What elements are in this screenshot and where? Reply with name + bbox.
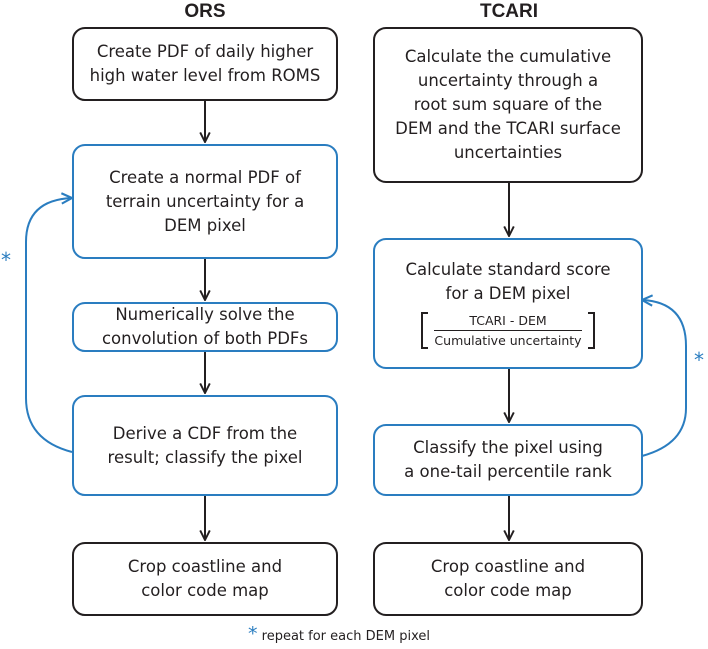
ors-step-5-line-1: Crop coastline and — [127, 557, 283, 576]
ors-column-title: ORS — [184, 1, 226, 22]
tcari-loop-marker: * — [694, 348, 704, 372]
formula-left-bracket — [421, 312, 429, 349]
tcari-step-1-line-2: uncertainty through a — [417, 71, 599, 90]
tcari-step-1-line-1: Calculate the cumulative — [404, 47, 612, 66]
tcari-step-2-box: Calculate standard score for a DEM pixel… — [373, 238, 643, 369]
formula-fraction: TCARI - DEM Cumulative uncertainty — [428, 312, 587, 349]
tcari-step-4-box: Crop coastline and color code map — [373, 542, 643, 616]
ors-step-1-line-2: high water level from ROMS — [89, 66, 321, 85]
tcari-step-1-line-3: root sum square of the — [413, 95, 603, 114]
ors-step-3-line-2: convolution of both PDFs — [101, 329, 308, 348]
ors-step-3-box: Numerically solve the convolution of bot… — [72, 302, 338, 352]
standard-score-formula: TCARI - DEM Cumulative uncertainty — [405, 312, 610, 349]
ors-step-3-line-1: Numerically solve the — [115, 305, 295, 324]
ors-step-2-line-2: terrain uncertainty for a — [105, 191, 305, 211]
formula-numerator: TCARI - DEM — [469, 313, 547, 328]
ors-step-2-line-3: DEM pixel — [164, 215, 246, 235]
footnote-text: repeat for each DEM pixel — [261, 629, 430, 644]
ors-step-4-line-1: Derive a CDF from the — [112, 423, 298, 443]
ors-step-5-line-2: color code map — [141, 581, 269, 600]
tcari-step-2-line-2: for a DEM pixel — [445, 284, 571, 303]
tcari-step-3-box: Classify the pixel using a one-tail perc… — [373, 424, 643, 496]
tcari-column-title: TCARI — [479, 1, 539, 22]
tcari-step-1-line-5: uncertainties — [453, 143, 563, 162]
ors-step-1-box: Create PDF of daily higher high water le… — [72, 27, 338, 101]
formula-right-bracket — [587, 312, 595, 349]
ors-step-4-box: Derive a CDF from the result; classify t… — [72, 395, 338, 496]
formula-fraction-bar — [434, 330, 582, 331]
tcari-step-2-line-1: Calculate standard score — [405, 260, 611, 279]
footnote-asterisk: * — [248, 623, 258, 645]
footnote: * repeat for each DEM pixel — [248, 624, 430, 647]
ors-loop-marker: * — [1, 248, 11, 272]
ors-step-4-line-2: result; classify the pixel — [107, 447, 303, 467]
ors-step-2-box: Create a normal PDF of terrain uncertain… — [72, 144, 338, 259]
ors-loop-arrow — [25, 198, 72, 453]
tcari-step-3-line-1: Classify the pixel using — [413, 438, 603, 457]
tcari-loop-arrow — [642, 300, 687, 457]
formula-denominator: Cumulative uncertainty — [434, 333, 582, 348]
ors-step-2-line-1: Create a normal PDF of — [109, 167, 301, 187]
tcari-step-4-line-2: color code map — [444, 581, 572, 600]
tcari-step-1-line-4: DEM and the TCARI surface — [395, 119, 621, 138]
tcari-step-1-box: Calculate the cumulative uncertainty thr… — [373, 27, 643, 183]
ors-step-5-box: Crop coastline and color code map — [72, 542, 338, 616]
ors-step-1-line-1: Create PDF of daily higher — [96, 42, 314, 61]
tcari-step-4-line-1: Crop coastline and — [430, 557, 586, 576]
tcari-step-3-line-2: a one-tail percentile rank — [404, 462, 612, 481]
